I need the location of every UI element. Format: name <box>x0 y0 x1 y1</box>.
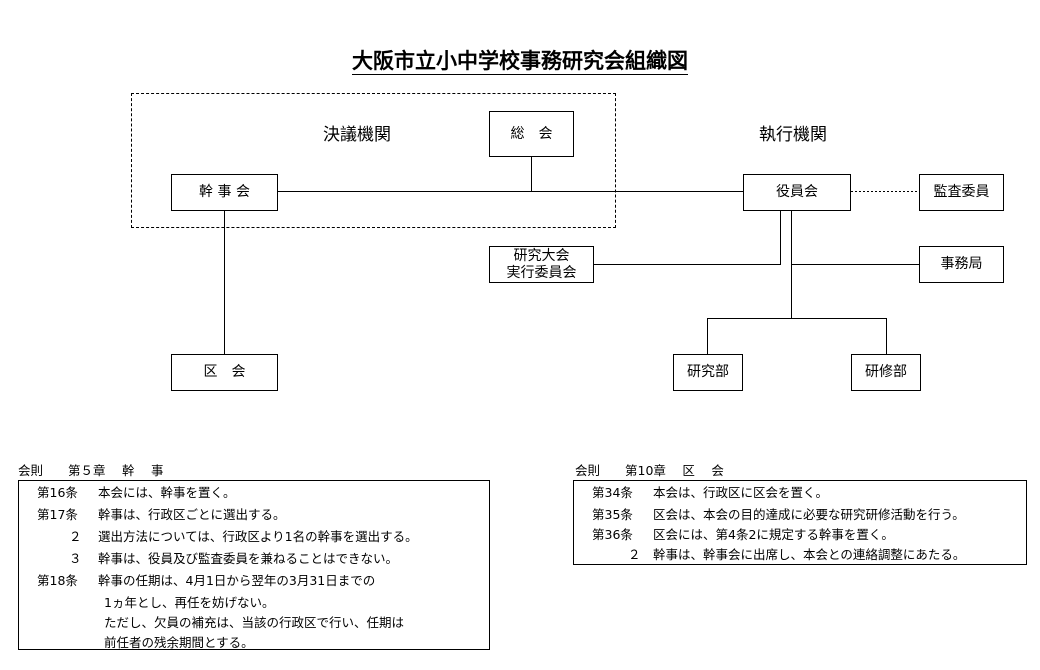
node-kukai: 区 会 <box>171 354 278 391</box>
rule-left-no: 第18条 <box>37 573 78 588</box>
node-kansa-label: 監査委員 <box>933 184 990 200</box>
node-soukai-label: 総 会 <box>510 125 553 142</box>
node-jimukyoku: 事務局 <box>919 246 1004 283</box>
rule-right-text: 幹事は、幹事会に出席し、本会との連絡調整にあたる。 <box>653 547 966 562</box>
rule-left-no: 第17条 <box>37 507 78 522</box>
rule-left-text: 1ヵ年とし、再任を妨げない。 <box>104 595 275 610</box>
rule-left-text: 幹事の任期は、4月1日から翌年の3月31日までの <box>98 573 376 588</box>
node-taikai-label-2: 実行委員会 <box>506 264 577 281</box>
rules-left-box: 第16条 本会には、幹事を置く。 第17条 幹事は、行政区ごとに選出する。 ２ … <box>18 480 490 650</box>
rule-left-no: 第16条 <box>37 485 78 500</box>
node-taikai-label-1: 研究大会 <box>513 247 570 264</box>
decision-region-label: 決議機関 <box>323 125 391 145</box>
rule-right-no: 第35条 <box>592 507 633 522</box>
connector-taikai <box>594 210 781 265</box>
rule-right-no: ２ <box>628 547 641 562</box>
rules-right-box: 第34条 本会は、行政区に区会を置く。 第35条 区会は、本会の目的達成に必要な… <box>573 480 1027 565</box>
rules-right-heading: 会則 第10章 区 会 <box>575 463 724 478</box>
rule-right-no: 第34条 <box>592 485 633 500</box>
node-kenkyubu-label: 研究部 <box>687 364 729 380</box>
node-yakuinkai-label: 役員会 <box>776 184 818 200</box>
node-kenshubu-label: 研修部 <box>865 364 907 380</box>
rules-left-heading: 会則 第５章 幹 事 <box>18 463 164 478</box>
rule-left-text: ただし、欠員の補充は、当該の行政区で行い、任期は <box>104 615 405 630</box>
rule-left-text: 本会には、幹事を置く。 <box>98 485 236 500</box>
page-title-text: 大阪市立小中学校事務研究会組織図 <box>352 49 688 75</box>
page-title: 大阪市立小中学校事務研究会組織図 <box>0 48 1040 75</box>
rule-right-text: 本会は、行政区に区会を置く。 <box>653 485 829 500</box>
connector-bu-split <box>707 318 887 354</box>
node-kenshubu: 研修部 <box>851 354 921 391</box>
node-kanjikai-label: 幹 事 会 <box>199 184 250 200</box>
node-kansa: 監査委員 <box>919 174 1004 211</box>
rule-left-text: 幹事は、役員及び監査委員を兼ねることはできない。 <box>98 551 399 566</box>
node-soukai: 総 会 <box>489 111 574 157</box>
node-kanjikai: 幹 事 会 <box>171 174 278 211</box>
rule-left-text: 選出方法については、行政区より1名の幹事を選出する。 <box>98 529 418 544</box>
decision-region-frame <box>131 93 616 228</box>
node-kukai-label: 区 会 <box>203 364 246 380</box>
execution-region-label: 執行機関 <box>759 125 827 145</box>
rule-right-text: 区会は、本会の目的達成に必要な研究研修活動を行う。 <box>653 507 965 522</box>
node-taikai: 研究大会 実行委員会 <box>489 246 594 283</box>
rule-right-no: 第36条 <box>592 527 633 542</box>
node-kenkyubu: 研究部 <box>673 354 743 391</box>
node-jimukyoku-label: 事務局 <box>940 256 983 272</box>
rule-left-text: 幹事は、行政区ごとに選出する。 <box>98 507 286 522</box>
node-yakuinkai: 役員会 <box>743 174 851 211</box>
rule-left-text: 前任者の残余期間とする。 <box>104 635 254 650</box>
rule-right-text: 区会には、第4条2に規定する幹事を置く。 <box>653 527 894 542</box>
rule-left-no: ２ <box>69 529 82 544</box>
rule-left-no: ３ <box>69 551 82 566</box>
